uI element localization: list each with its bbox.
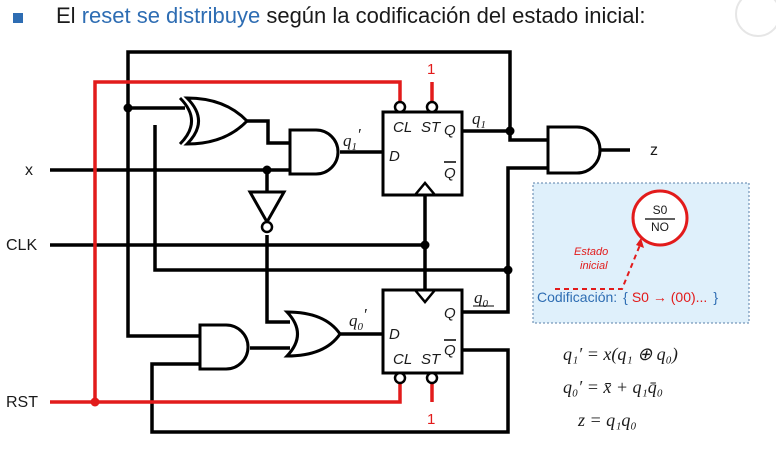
- initial-state-label-1: Estado: [574, 246, 608, 258]
- initial-state-arrow: [555, 244, 641, 290]
- inversion-bubble-icon: [425, 100, 439, 114]
- state-output: NO: [651, 220, 669, 234]
- constant-one-top: 1: [427, 61, 435, 78]
- junction-dot: [262, 165, 272, 175]
- or-gate-q0: [283, 310, 342, 358]
- state-bubble: S0 NO: [631, 189, 689, 247]
- ff0-qbar-label: Q: [444, 342, 456, 359]
- xor-to-and-wire: [245, 119, 290, 145]
- ff0-cl-label: CL: [393, 351, 412, 368]
- inverter-to-or-wire: [265, 235, 290, 324]
- arrow-head-icon: [636, 238, 644, 248]
- ff1-q-wire: [462, 129, 548, 142]
- rst-to-ff1-wire: [93, 80, 402, 402]
- equation-z: z = q₁q₀: [577, 410, 637, 430]
- reset-junction-dot: [90, 397, 100, 407]
- q0-feedback-wire: [153, 168, 508, 272]
- equation-q0: q₀′ = x̄ + q₁q̄₀: [563, 377, 663, 397]
- title-row: El reset se distribuye según la codifica…: [0, 0, 776, 44]
- and-gate-q1: [288, 128, 340, 176]
- title-part-1: El: [56, 3, 82, 28]
- q1-to-and0-wire: [126, 108, 200, 338]
- junction-dot: [503, 265, 513, 275]
- junction-dot: [420, 240, 430, 250]
- clk-input-label: CLK: [6, 237, 37, 254]
- ff0-q-wire: [462, 166, 548, 314]
- and-gate-q0: [198, 323, 250, 371]
- x-input-label: x: [25, 162, 33, 179]
- flip-flop-q1: CL ST D Q Q: [381, 100, 464, 197]
- ff1-st-label: ST: [421, 119, 442, 136]
- z-output-label: z: [650, 142, 658, 159]
- constant-one-bottom: 1: [427, 411, 435, 428]
- ff1-q-label: Q: [444, 122, 456, 139]
- ff1-cl-label: CL: [393, 119, 412, 136]
- q1-next-label: q1′: [343, 125, 361, 153]
- q1-net-label: q1: [472, 109, 486, 131]
- slide-title: El reset se distribuye según la codifica…: [56, 3, 645, 29]
- ff0-qbar-wire: [150, 348, 510, 434]
- ff0-q-label: Q: [444, 305, 456, 322]
- rst-line: [50, 378, 402, 404]
- title-part-2: según la codificación del estado inicial…: [260, 3, 646, 28]
- inversion-bubble-icon: [393, 100, 407, 114]
- clock-triangle-icon: [414, 181, 436, 196]
- ff1-qbar-label: Q: [444, 165, 456, 182]
- q0-net-label: q0: [474, 288, 489, 310]
- flip-flop-q0: Q D CL ST Q: [381, 288, 464, 385]
- inversion-bubble-icon: [393, 371, 407, 385]
- initial-state-label-2: inicial: [580, 260, 608, 272]
- ff1-d-label: D: [389, 148, 400, 165]
- ff0-st-label: ST: [421, 351, 442, 368]
- junction-dot: [123, 103, 133, 113]
- rst-input-label: RST: [6, 394, 38, 411]
- q1-feedback-wire: [126, 50, 512, 131]
- junction-dots: [123, 103, 515, 275]
- junction-dot: [505, 126, 515, 136]
- ff0-d-label: D: [389, 326, 400, 343]
- clock-triangle-icon: [414, 289, 436, 304]
- q0-next-label: q0′: [349, 305, 367, 333]
- bullet-icon: [13, 13, 23, 23]
- inversion-bubble-icon: [425, 371, 439, 385]
- codificacion-line: Codificación:{S0 → (00)...}: [537, 289, 718, 305]
- equation-q1: q₁′ = x(q₁ ⊕ q₀): [563, 344, 678, 365]
- watermark-seal: [718, 0, 776, 40]
- and-gate-z: [546, 125, 602, 175]
- xor-gate: [178, 96, 250, 146]
- title-highlight: reset se distribuye: [81, 3, 261, 28]
- state-name: S0: [653, 203, 668, 217]
- inverter-gate: [247, 190, 287, 234]
